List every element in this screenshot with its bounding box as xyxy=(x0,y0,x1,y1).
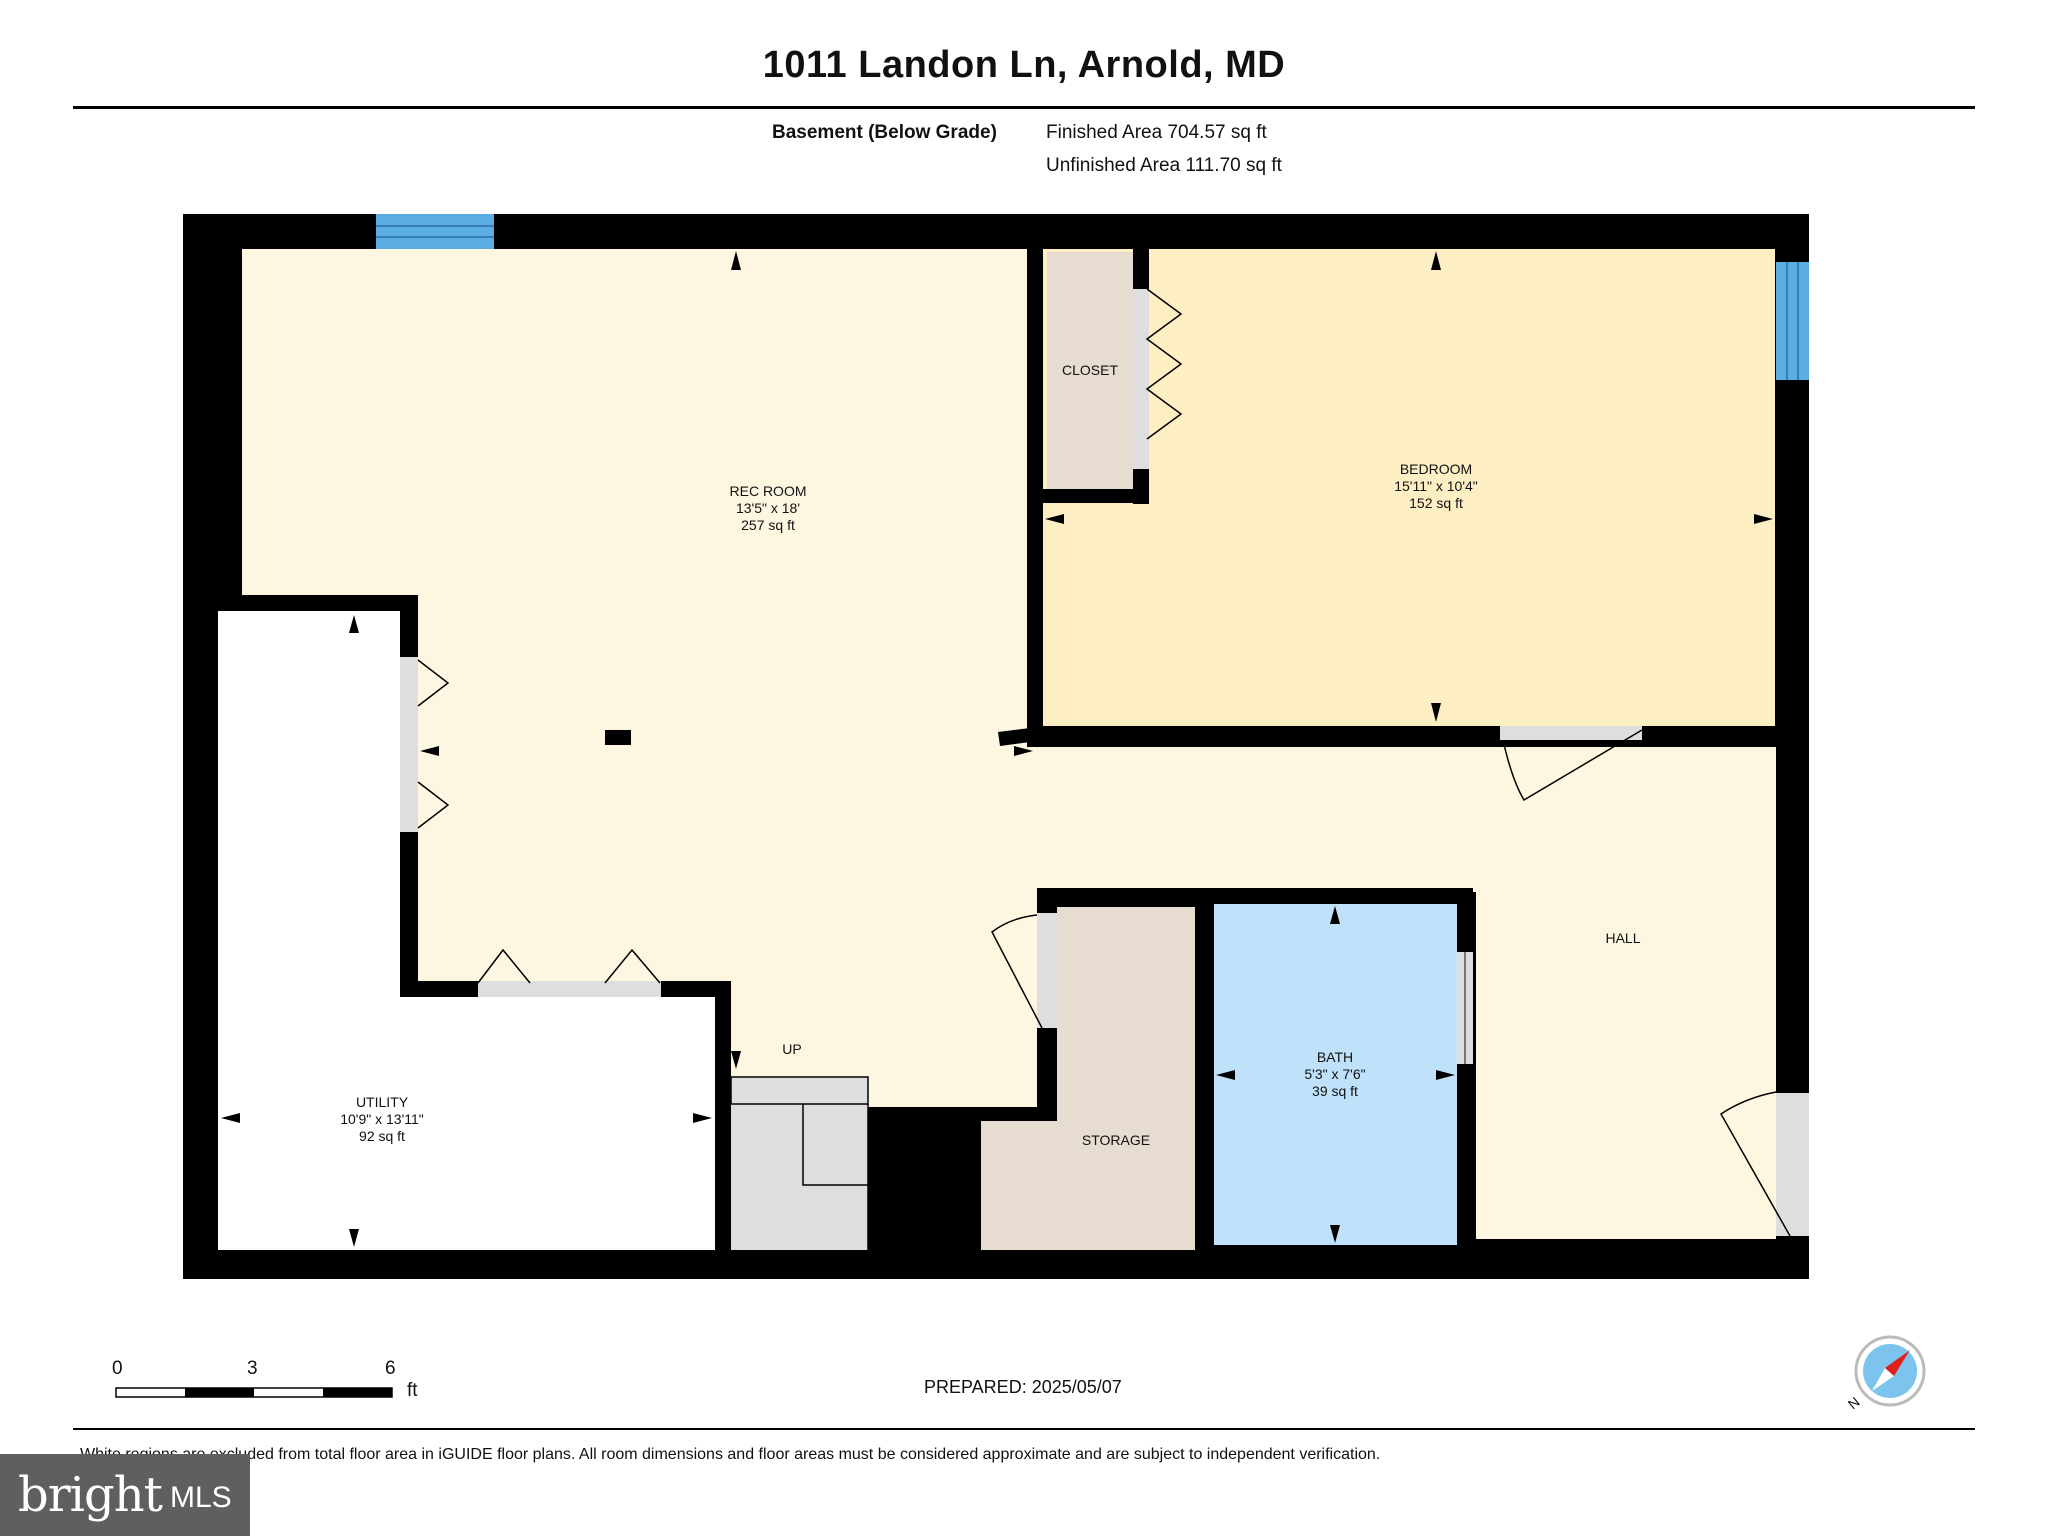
storage-area xyxy=(981,1120,1195,1250)
utility-door-swing-2 xyxy=(417,781,450,829)
utility-south-door-opening xyxy=(478,981,661,997)
finished-area: Finished Area 704.57 sq ft xyxy=(1046,122,1267,143)
closet-door-opening xyxy=(1133,289,1149,469)
utility-door-swing xyxy=(417,659,450,707)
compass-label: N xyxy=(1845,1394,1863,1413)
bedroom-area-label: 152 sq ft xyxy=(1409,495,1463,511)
storage-name: STORAGE xyxy=(1082,1132,1150,1148)
utility-area xyxy=(218,611,715,1250)
bath-area xyxy=(1214,904,1457,1245)
utility-area-label: 92 sq ft xyxy=(359,1128,405,1144)
exterior-door-swing xyxy=(1720,1091,1791,1237)
support-post xyxy=(605,730,631,745)
closet-area xyxy=(1047,252,1133,489)
utility-south-door-swing xyxy=(477,948,531,984)
utility-north-wall xyxy=(218,595,418,611)
scale-tick-0: 0 xyxy=(112,1358,123,1379)
scale-unit: ft xyxy=(407,1380,418,1401)
logo-word: bright xyxy=(18,1467,163,1523)
rec-bedroom-wall xyxy=(1029,249,1043,730)
bedroom-name: BEDROOM xyxy=(1400,461,1472,477)
title-rule xyxy=(73,106,1975,109)
utility-name: UTILITY xyxy=(356,1094,409,1110)
utility-dims: 10'9" x 13'11" xyxy=(340,1111,424,1127)
utility-door-opening xyxy=(400,657,418,832)
closet-name: CLOSET xyxy=(1062,362,1118,378)
bath-name: BATH xyxy=(1317,1049,1353,1065)
stairs-up-label: UP xyxy=(782,1041,801,1057)
footer-rule xyxy=(73,1428,1975,1430)
scale-tick-6: 6 xyxy=(385,1358,396,1379)
hall-name: HALL xyxy=(1605,930,1640,946)
storage-door-swing xyxy=(991,914,1043,1029)
utility-south-door-swing-2 xyxy=(604,948,661,984)
window-east xyxy=(1776,262,1809,380)
bath-area-label: 39 sq ft xyxy=(1312,1083,1358,1099)
scale-tick-3: 3 xyxy=(247,1358,258,1379)
rec-room-name: REC ROOM xyxy=(730,483,807,499)
bath-dims: 5'3" x 7'6" xyxy=(1304,1066,1365,1082)
stair-east-wall xyxy=(963,1107,979,1250)
dimension-arrows xyxy=(221,251,1773,1247)
closet-door-swing xyxy=(1145,288,1183,440)
exterior-door-opening xyxy=(1776,1093,1809,1236)
stairs-area xyxy=(731,1077,868,1250)
bedroom-dims: 15'11" x 10'4" xyxy=(1394,478,1478,494)
bedroom-door-opening xyxy=(1500,726,1642,740)
unfinished-area: Unfinished Area 111.70 sq ft xyxy=(1046,155,1282,176)
bedroom-area xyxy=(1043,249,1775,726)
logo-suffix: MLS xyxy=(169,1481,232,1514)
wall-stub xyxy=(998,728,1030,746)
rec-room-area xyxy=(242,249,1776,1250)
prepared-date: PREPARED: 2025/05/07 xyxy=(924,1377,1122,1397)
bedroom-door-swing xyxy=(1502,729,1643,802)
storage-door-opening xyxy=(1037,913,1057,1028)
bath-west-wall xyxy=(1195,888,1214,1250)
stair-arrow xyxy=(802,1104,945,1186)
rec-room-dims: 13'5" x 18' xyxy=(736,500,800,516)
floor-level: Basement (Below Grade) xyxy=(772,122,997,143)
stair-north-wall xyxy=(868,1107,1057,1121)
scale-bar xyxy=(115,1387,393,1398)
bath-east-wall xyxy=(1457,888,1473,1250)
stair-landing xyxy=(730,1076,869,1105)
rec-room-area-label: 257 sq ft xyxy=(741,517,795,533)
window-north xyxy=(376,214,494,249)
bedroom-south-wall xyxy=(1029,726,1776,740)
stair-west-wall xyxy=(715,981,731,1250)
storage-area-upper xyxy=(1057,907,1195,1122)
closet-south-wall xyxy=(1043,489,1149,503)
storage-north-wall xyxy=(1037,888,1473,904)
disclaimer: White regions are excluded from total fl… xyxy=(80,1446,1381,1463)
page-title: 1011 Landon Ln, Arnold, MD xyxy=(762,44,1286,86)
compass-icon xyxy=(1854,1335,1926,1407)
bright-mls-logo: bright MLS xyxy=(0,1454,250,1536)
